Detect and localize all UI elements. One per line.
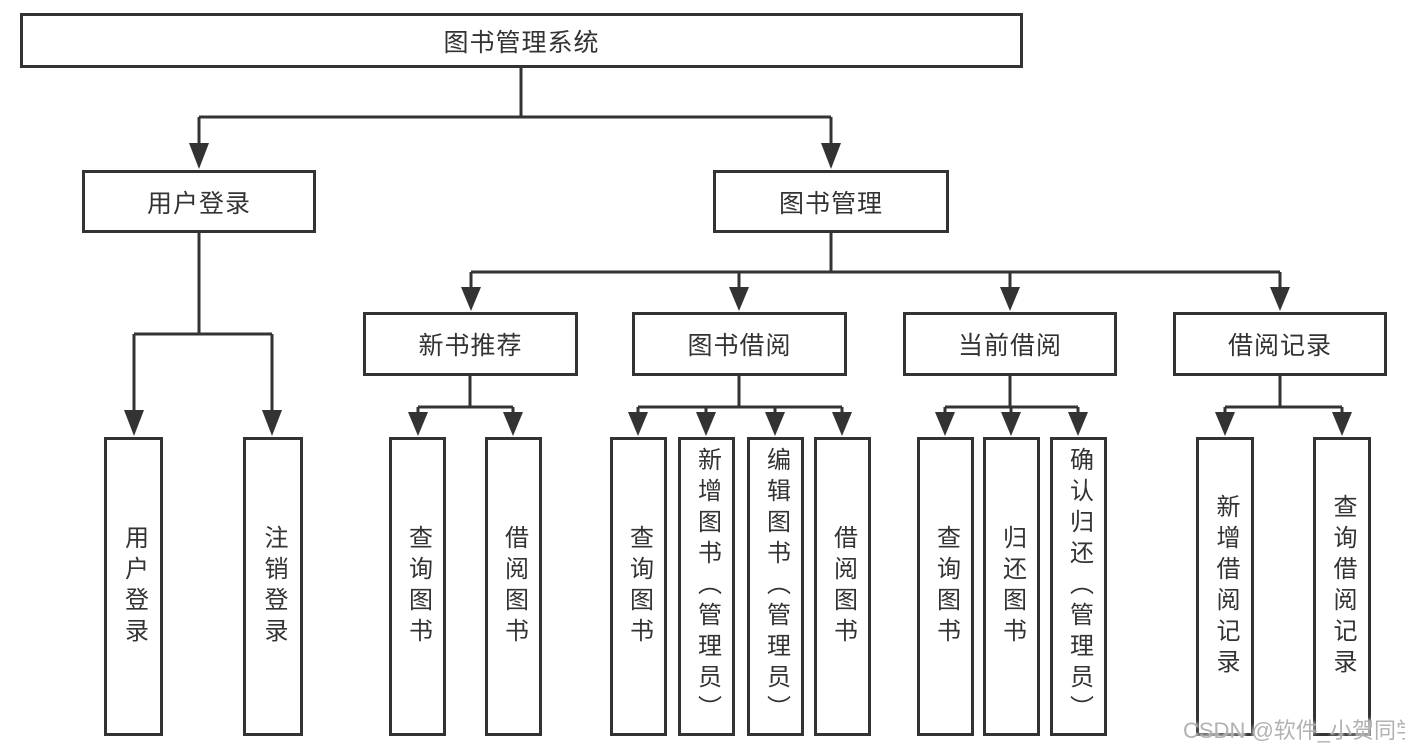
leaf-label: 编辑图书（管理员） [762, 447, 790, 726]
leaf-label: 新增图书（管理员） [693, 447, 721, 726]
leaf-add-borrow-record: 新增借阅记录 [1196, 437, 1254, 736]
leaf-borrow-books: 借阅图书 [814, 437, 871, 736]
leaf-add-books-admin: 新增图书（管理员） [678, 437, 735, 736]
leaf-label: 借阅图书 [829, 524, 857, 649]
node-book-borrowing: 图书借阅 [632, 312, 847, 376]
leaf-label: 借阅图书 [500, 524, 528, 649]
leaf-label: 查询图书 [932, 524, 960, 649]
leaf-query-books-recommend: 查询图书 [389, 437, 446, 736]
csdn-watermark: CSDN @软件_小贺同学 [1183, 718, 1405, 743]
leaf-label: 确认归还（管理员） [1065, 447, 1093, 726]
leaf-label: 归还图书 [998, 524, 1026, 649]
leaf-logout: 注销登录 [243, 437, 303, 736]
leaf-return-books: 归还图书 [983, 437, 1040, 736]
leaf-label: 新增借阅记录 [1212, 493, 1239, 680]
node-new-book-recommendation: 新书推荐 [363, 312, 578, 376]
leaf-query-borrow-record: 查询借阅记录 [1313, 437, 1371, 736]
node-label: 图书管理 [778, 189, 883, 218]
node-user-login: 用户登录 [82, 170, 316, 233]
node-current-borrowing: 当前借阅 [903, 312, 1117, 376]
leaf-user-login: 用户登录 [104, 437, 163, 736]
leaf-query-books-borrowing: 查询图书 [610, 437, 667, 736]
node-label: 借阅记录 [1227, 332, 1332, 360]
leaf-label: 用户登录 [120, 524, 148, 649]
node-label: 图书管理系统 [443, 28, 600, 57]
leaf-label: 注销登录 [260, 524, 287, 649]
node-book-management: 图书管理 [713, 170, 949, 233]
leaf-edit-books-admin: 编辑图书（管理员） [747, 437, 804, 736]
node-borrowing-records: 借阅记录 [1173, 312, 1387, 376]
leaf-borrow-books-recommend: 借阅图书 [485, 437, 542, 736]
leaf-query-books-current: 查询图书 [917, 437, 974, 736]
node-label: 用户登录 [146, 189, 251, 218]
node-label: 新书推荐 [418, 332, 523, 360]
node-library-management-system: 图书管理系统 [20, 13, 1023, 68]
node-label: 图书借阅 [687, 332, 792, 360]
leaf-label: 查询图书 [625, 524, 653, 649]
leaf-confirm-return-admin: 确认归还（管理员） [1050, 437, 1107, 736]
node-label: 当前借阅 [957, 332, 1062, 360]
leaf-label: 查询借阅记录 [1329, 493, 1356, 680]
leaf-label: 查询图书 [404, 524, 432, 649]
